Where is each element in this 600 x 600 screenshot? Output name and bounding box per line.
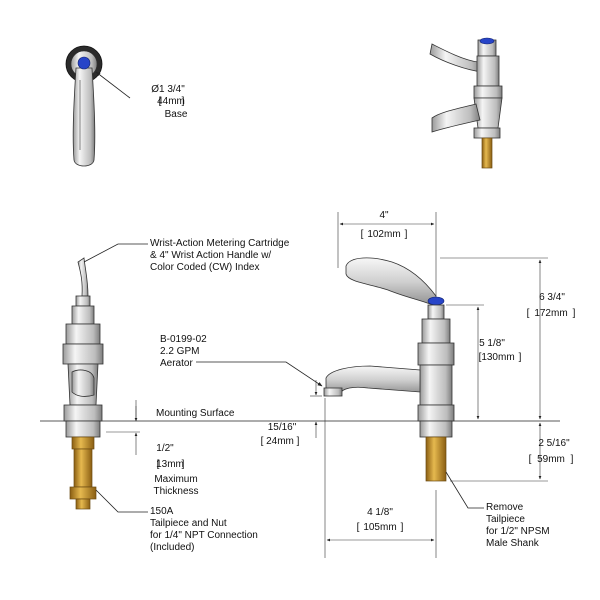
tailpiece-callout: 150A Tailpiece and Nut for 1/4" NPT Conn…	[95, 489, 258, 553]
svg-text:]: ]	[182, 96, 185, 107]
remove-text-3: for 1/2" NPSM	[486, 526, 550, 537]
svg-text:[: [	[529, 454, 532, 465]
remove-text-1: Remove	[486, 502, 524, 513]
handle-height-mm: 130mm	[481, 352, 514, 363]
spout-height-mm: 24mm	[266, 436, 294, 447]
base-diameter-in: Ø1 3/4"	[151, 84, 185, 95]
svg-text:[: [	[157, 459, 160, 470]
svg-text:]: ]	[182, 459, 185, 470]
thickness-label-1: Maximum	[154, 474, 197, 485]
cartridge-callout: Wrist-Action Metering Cartridge & 4" Wri…	[83, 238, 290, 273]
cartridge-text-3: Color Coded (CW) Index	[150, 262, 259, 273]
aerator-text-1: B-0199-02	[160, 334, 207, 345]
spout-height-dimension: 15/16" [ 24mm ]	[261, 380, 322, 447]
below-surface-mm: 59mm	[537, 454, 565, 465]
svg-text:]: ]	[401, 522, 404, 533]
svg-text:]: ]	[405, 229, 408, 240]
below-surface-dimension: 2 5/16" [ 59mm ]	[450, 422, 574, 482]
thickness-in: 1/2"	[156, 443, 174, 454]
handle-length-dimension: 4" [ 102mm ]	[337, 210, 437, 296]
svg-text:[: [	[527, 308, 530, 319]
tailpiece-text-4: (Included)	[150, 542, 194, 553]
handle-height-in: 5 1/8"	[479, 338, 505, 349]
cartridge-text-1: Wrist-Action Metering Cartridge	[150, 238, 290, 249]
side-elevation	[62, 257, 104, 510]
spout-height-in: 15/16"	[268, 422, 297, 433]
tailpiece-text-2: Tailpiece and Nut	[150, 518, 227, 529]
cartridge-text-2: & 4" Wrist Action Handle w/	[150, 250, 271, 261]
tailpiece-text-3: for 1/4" NPT Connection	[150, 530, 258, 541]
thickness-label-2: Thickness	[153, 486, 198, 497]
remove-text-2: Tailpiece	[486, 514, 525, 525]
base-diameter-mm: 44mm	[157, 96, 185, 107]
aerator-text-2: 2.2 GPM	[160, 346, 199, 357]
mounting-surface: Mounting Surface	[40, 406, 560, 422]
aerator-text-3: Aerator	[160, 358, 193, 369]
top-view-base	[65, 45, 131, 167]
svg-text:[: [	[261, 436, 264, 447]
remove-tailpiece-callout: Remove Tailpiece for 1/2" NPSM Male Shan…	[445, 471, 550, 549]
svg-text:]: ]	[573, 308, 576, 319]
svg-text:[: [	[361, 229, 364, 240]
thickness-mm: 13mm	[156, 459, 184, 470]
svg-text:[: [	[159, 96, 162, 107]
height-dimensions: 5 1/8" [ 130mm ] 6 3/4" [ 172mm ]	[440, 257, 576, 420]
handle-length-mm: 102mm	[367, 229, 400, 240]
handle-length-in: 4"	[379, 210, 389, 221]
remove-text-4: Male Shank	[486, 538, 540, 549]
front-elevation	[323, 257, 455, 482]
isometric-view	[429, 37, 503, 169]
base-label: Base	[165, 109, 188, 120]
svg-text:]: ]	[519, 352, 522, 363]
below-surface-in: 2 5/16"	[538, 438, 570, 449]
reach-mm: 105mm	[363, 522, 396, 533]
reach-in: 4 1/8"	[367, 507, 393, 518]
reach-dimension: 4 1/8" [ 105mm ]	[324, 398, 437, 558]
aerator-callout: B-0199-02 2.2 GPM Aerator	[160, 334, 323, 387]
svg-text:[: [	[357, 522, 360, 533]
tailpiece-text-1: 150A	[150, 506, 174, 517]
color-index-icon	[77, 56, 91, 70]
svg-text:]: ]	[571, 454, 574, 465]
svg-text:]: ]	[297, 436, 300, 447]
svg-text:[: [	[479, 352, 482, 363]
front-index-icon	[427, 296, 445, 306]
mounting-surface-label: Mounting Surface	[156, 408, 235, 419]
overall-height-mm: 172mm	[534, 308, 567, 319]
iso-index-icon	[479, 37, 495, 45]
base-diameter-dimension: Ø1 3/4" [ 44mm ] Base	[151, 84, 188, 120]
thickness-dimension: 1/2" [ 13mm ] Maximum Thickness	[106, 400, 199, 497]
overall-height-in: 6 3/4"	[539, 292, 565, 303]
